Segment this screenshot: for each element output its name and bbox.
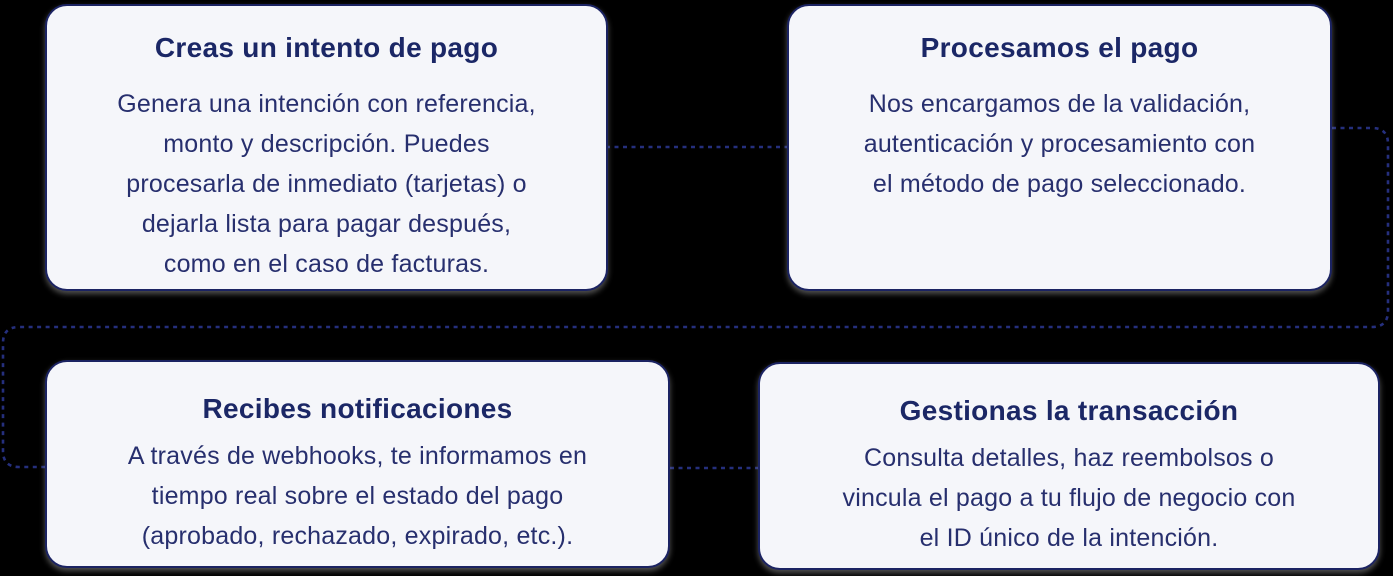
step-description: Nos encargamos de la validación, autenti…	[864, 84, 1256, 204]
step-description-line: vincula el pago a tu flujo de negocio co…	[842, 484, 1296, 512]
step-description: Consulta detalles, haz reembolsos o vinc…	[843, 438, 1296, 558]
step-description-line: Consulta detalles, haz reembolsos o	[863, 444, 1274, 472]
step-title: Procesamos el pago	[920, 32, 1199, 63]
step-description-line: como en el caso de facturas.	[163, 250, 490, 278]
step-title: Recibes notificaciones	[202, 393, 513, 424]
step-description-line: el método de pago seleccionado.	[872, 170, 1247, 198]
step-card-manage-transaction: Gestionas la transacción Consulta detall…	[758, 362, 1380, 570]
step-card-process-payment: Procesamos el pago Nos encargamos de la …	[787, 4, 1332, 291]
step-description-line: dejarla lista para pagar después,	[141, 210, 512, 238]
step-description-line: (aprobado, rechazado, expirado, etc.).	[141, 522, 574, 550]
step-description: Genera una intención con referencia, mon…	[117, 84, 536, 284]
step-description-line: procesarla de inmediato (tarjetas) o	[126, 170, 527, 198]
step-description-line: monto y descripción. Puedes	[163, 130, 490, 158]
step-description-line: Nos encargamos de la validación,	[868, 90, 1251, 118]
step-title: Creas un intento de pago	[154, 32, 499, 63]
step-description-line: A través de webhooks, te informamos en	[127, 442, 588, 470]
step-description-line: tiempo real sobre el estado del pago	[151, 482, 564, 510]
step-description-line: el ID único de la intención.	[919, 524, 1219, 552]
step-card-receive-notifications: Recibes notificaciones A través de webho…	[45, 360, 670, 568]
step-description-line: autenticación y procesamiento con	[863, 130, 1256, 158]
step-description-line: Genera una intención con referencia,	[117, 90, 536, 118]
step-card-create-payment-intent: Creas un intento de pago Genera una inte…	[45, 4, 608, 291]
step-title: Gestionas la transacción	[899, 395, 1239, 426]
step-description: A través de webhooks, te informamos en t…	[128, 436, 587, 556]
